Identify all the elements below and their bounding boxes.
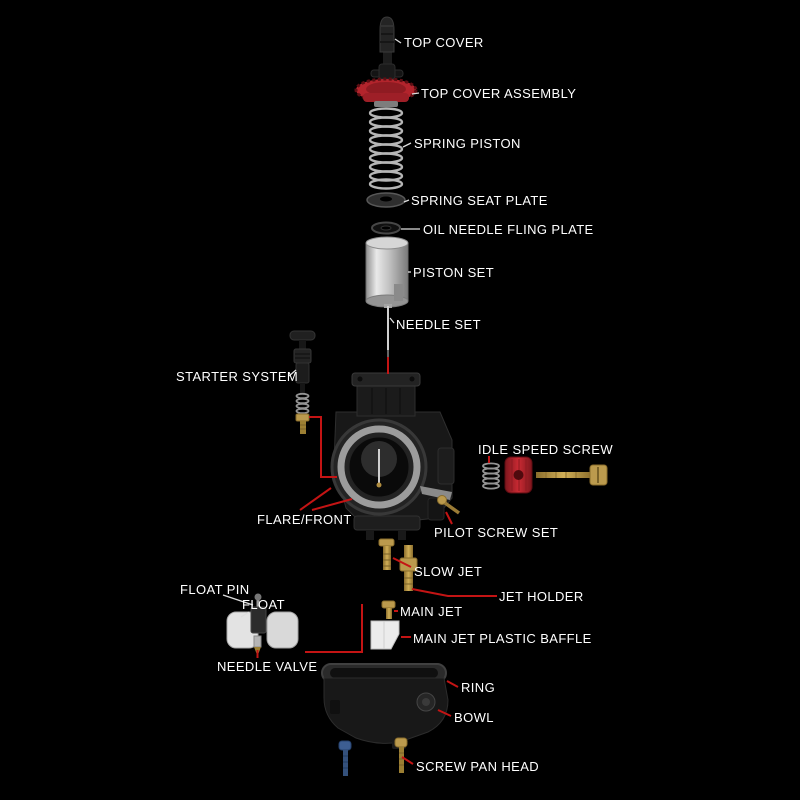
part-spring-seat-plate <box>366 192 406 208</box>
leader-jets-column <box>305 604 363 653</box>
part-screw-pan-head-left <box>338 740 352 776</box>
part-main-jet <box>381 600 396 619</box>
part-jet-holder <box>399 545 418 591</box>
leader-top-cover <box>394 38 402 44</box>
part-screw-pan-head-right <box>394 737 408 773</box>
part-main-jet-plastic-baffle <box>370 620 400 650</box>
leader-top-cover-assembly <box>411 92 420 95</box>
part-oil-needle-fling-plate <box>371 221 401 235</box>
part-piston-set <box>365 236 409 308</box>
label-pilot-screw-set: PILOT SCREW SET <box>434 525 559 540</box>
label-main-jet: MAIN JET <box>400 604 463 619</box>
leader-needle-set <box>389 317 395 324</box>
leader-starter-path <box>309 416 337 478</box>
label-starter-system: STARTER SYSTEM <box>176 369 299 384</box>
leader-spring-piston <box>402 142 412 148</box>
leader-slow-jet <box>392 557 412 568</box>
leader-screw-pan-head <box>401 756 414 765</box>
label-screw-pan-head: SCREW PAN HEAD <box>416 759 540 774</box>
label-bowl: BOWL <box>454 710 494 725</box>
part-needle-set <box>384 304 392 357</box>
label-slow-jet: SLOW JET <box>414 564 483 579</box>
label-float: FLOAT <box>242 597 285 612</box>
label-spring-seat-plate: SPRING SEAT PLATE <box>411 193 548 208</box>
leader-flare-front-1 <box>299 487 332 511</box>
leader-ring <box>446 680 459 688</box>
leader-float-pin <box>222 594 254 606</box>
label-needle-valve: NEEDLE VALVE <box>217 659 318 674</box>
part-float <box>226 606 299 649</box>
leader-bowl <box>437 709 452 717</box>
label-oil-needle-fling-plate: OIL NEEDLE FLING PLATE <box>423 222 594 237</box>
leader-pilot-screw-set <box>445 511 453 525</box>
label-idle-speed-screw: IDLE SPEED SCREW <box>478 442 613 457</box>
part-bowl <box>323 677 449 749</box>
leader-jet-holder <box>411 588 497 597</box>
label-ring: RING <box>461 680 496 695</box>
label-float-pin: FLOAT PIN <box>180 582 250 597</box>
leader-spring-seat-plate <box>403 199 410 203</box>
label-spring-piston: SPRING PISTON <box>414 136 521 151</box>
leader-starter-system <box>288 369 297 377</box>
part-spring-piston <box>368 107 404 190</box>
label-top-cover-assembly: TOP COVER ASSEMBLY <box>421 86 577 101</box>
label-main-jet-plastic-baffle: MAIN JET PLASTIC BAFFLE <box>413 631 592 646</box>
part-top-cover-assembly <box>354 63 418 107</box>
part-idle-speed-screw <box>482 456 608 494</box>
label-flare-front: FLARE/FRONT <box>257 512 352 527</box>
part-slow-jet <box>378 538 395 570</box>
label-top-cover: TOP COVER <box>404 35 484 50</box>
part-pilot-screw-set <box>437 495 461 515</box>
part-top-cover <box>379 16 395 66</box>
leader-flare-front-2 <box>311 498 353 511</box>
label-piston-set: PISTON SET <box>413 265 495 280</box>
label-needle-set: NEEDLE SET <box>396 317 481 332</box>
label-jet-holder: JET HOLDER <box>499 589 584 604</box>
part-starter-system <box>289 330 316 434</box>
leader-float <box>240 611 250 618</box>
